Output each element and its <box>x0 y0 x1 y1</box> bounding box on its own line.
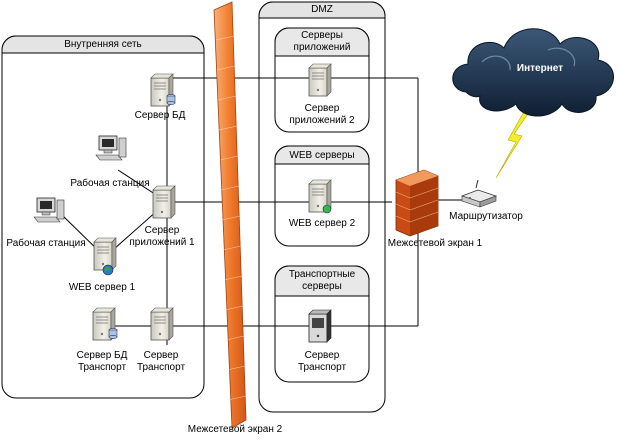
label-transport-server: Сервер Транспорт <box>136 350 186 373</box>
dmz-transport-server-icon <box>308 309 332 343</box>
internet-cloud-icon <box>452 28 614 117</box>
label-app-server-2: Сервер приложений 2 <box>289 103 355 126</box>
zone-title-internal: Внутренняя сеть <box>64 39 142 50</box>
label-router: Маршрутизатор <box>449 211 523 222</box>
workstation-1-icon <box>95 135 127 161</box>
zone-title-app-servers: Серверы приложений <box>293 30 351 53</box>
db-cylinder-icon <box>166 94 176 105</box>
label-dmz-transport: Сервер Транспорт <box>297 350 347 373</box>
firewall-2-icon <box>213 1 247 429</box>
label-workstation-1: Рабочая станция <box>70 178 150 189</box>
lightning-icon <box>495 107 533 179</box>
app-server-2-icon <box>308 63 332 97</box>
globe-icon <box>102 264 114 276</box>
label-internet: Интернет <box>516 63 564 74</box>
app-server-1-icon <box>152 185 176 219</box>
label-db-transport: Сервер БД Транспорт <box>76 350 128 373</box>
web-status-icon <box>322 204 332 214</box>
web-server-1-icon <box>93 237 117 271</box>
label-workstation-2: Рабочая станция <box>6 238 86 249</box>
zone-title-transport-servers: Транспортные серверы <box>288 269 356 292</box>
workstation-2-icon <box>33 197 65 223</box>
zone-title-dmz: DMZ <box>311 4 333 15</box>
label-app-server-1: Сервер приложений 1 <box>129 225 195 248</box>
label-db-server: Сервер БД <box>134 110 186 121</box>
router-icon <box>460 179 498 208</box>
label-web-server-1: WEB сервер 1 <box>68 282 136 293</box>
zone-internal-network <box>1 35 205 399</box>
label-firewall-2: Межсетевой экран 2 <box>187 424 283 435</box>
label-firewall-1: Межсетевой экран 1 <box>387 238 483 249</box>
transport-server-icon <box>150 307 174 341</box>
zone-title-web-servers: WEB серверы <box>289 150 355 161</box>
db-cylinder-icon <box>108 328 118 339</box>
firewall-1-icon <box>395 169 439 237</box>
label-web-server-2: WEB сервер 2 <box>288 218 356 229</box>
